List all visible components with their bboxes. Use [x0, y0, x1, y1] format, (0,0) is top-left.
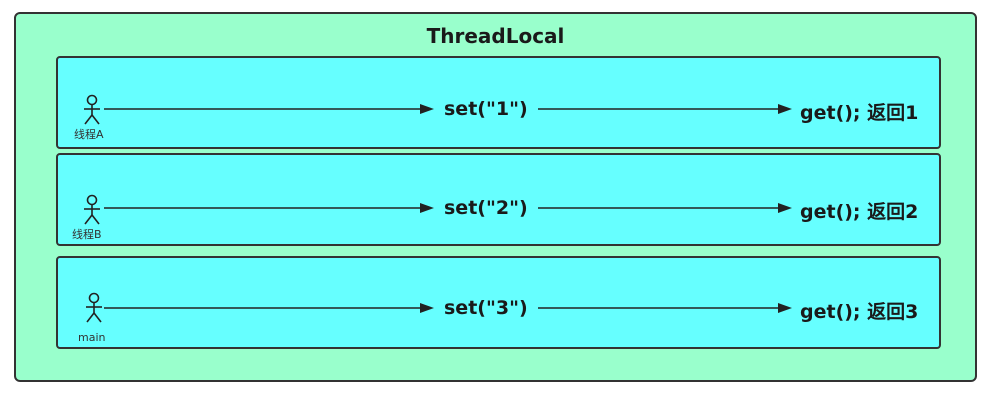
actor-icon — [86, 292, 102, 323]
lane-thread-a: 线程A set("1") get(); 返回1 — [56, 56, 941, 149]
diagram-title: ThreadLocal — [426, 24, 565, 48]
get-call-label: get(); 返回2 — [800, 201, 919, 223]
set-call-label: set("1") — [444, 98, 528, 120]
set-call-label: set("2") — [444, 197, 528, 219]
actor-icon — [84, 94, 100, 125]
actor-label: 线程A — [74, 128, 104, 141]
set-call-label: set("3") — [444, 297, 528, 319]
arrow-to-get — [538, 104, 792, 114]
actor-label: main — [78, 331, 106, 344]
actor-icon — [84, 194, 100, 225]
arrow-to-get — [538, 203, 792, 213]
threadlocal-container: ThreadLocal 线程A set("1") get(); 返回1 — [14, 12, 977, 382]
get-call-label: get(); 返回1 — [800, 102, 919, 124]
lane-thread-b: 线程B set("2") get(); 返回2 — [56, 153, 941, 246]
arrow-to-set — [104, 303, 434, 313]
arrow-to-set — [104, 203, 434, 213]
arrow-to-get — [538, 303, 792, 313]
get-call-label: get(); 返回3 — [800, 301, 919, 323]
arrow-to-set — [104, 104, 434, 114]
lane-main: main set("3") get(); 返回3 — [56, 256, 941, 349]
actor-label: 线程B — [72, 228, 102, 241]
